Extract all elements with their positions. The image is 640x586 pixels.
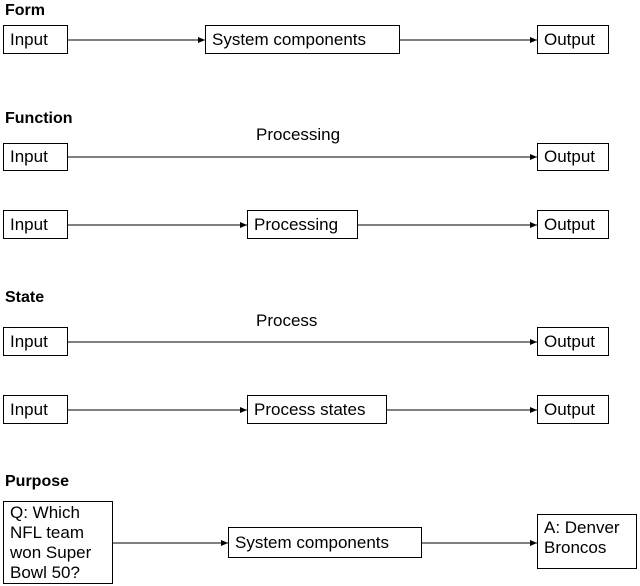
- state-heading: State: [5, 289, 45, 306]
- form-output-box: Output: [537, 25, 609, 54]
- function-row1-input-box: Input: [3, 143, 68, 171]
- function-processing-box: Processing: [247, 210, 358, 239]
- function-row2-input-box: Input: [3, 210, 68, 239]
- state-row1-input-box: Input: [3, 327, 68, 356]
- function-row2-output-box: Output: [537, 210, 609, 239]
- state-row2-input-box: Input: [3, 395, 68, 424]
- purpose-heading: Purpose: [5, 473, 70, 490]
- function-row1-output-box: Output: [537, 143, 609, 171]
- form-system-components-box: System components: [205, 25, 400, 54]
- function-processing-label: Processing: [256, 125, 341, 144]
- purpose-system-components-box: System components: [228, 527, 422, 558]
- state-row1-output-box: Output: [537, 327, 609, 356]
- state-process-label: Process: [256, 311, 318, 330]
- state-process-states-box: Process states: [247, 395, 387, 424]
- form-heading: Form: [5, 2, 45, 19]
- purpose-answer-box: A: Denver Broncos: [537, 514, 637, 569]
- state-row2-output-box: Output: [537, 395, 609, 424]
- function-heading: Function: [5, 110, 73, 127]
- purpose-question-box: Q: Which NFL team won Super Bowl 50?: [3, 501, 113, 584]
- form-input-box: Input: [3, 25, 68, 54]
